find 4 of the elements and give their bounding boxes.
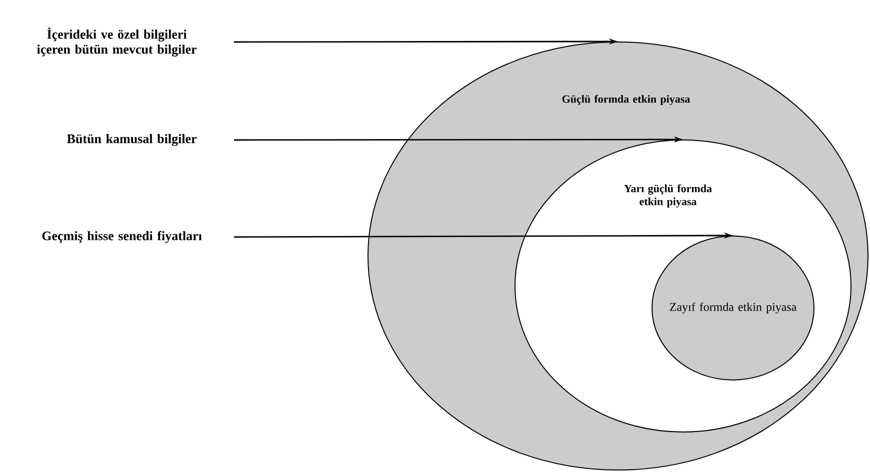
info-label: Geçmiş hisse senedi fiyatları <box>42 231 202 243</box>
ellipse-region: Zayıf formda etkin piyasa <box>652 236 814 380</box>
info-label: Bütün kamusal bilgiler <box>67 134 197 146</box>
info-label: İçerideki ve özel bilgileri içeren bütün mevcut bilgiler <box>37 28 197 56</box>
